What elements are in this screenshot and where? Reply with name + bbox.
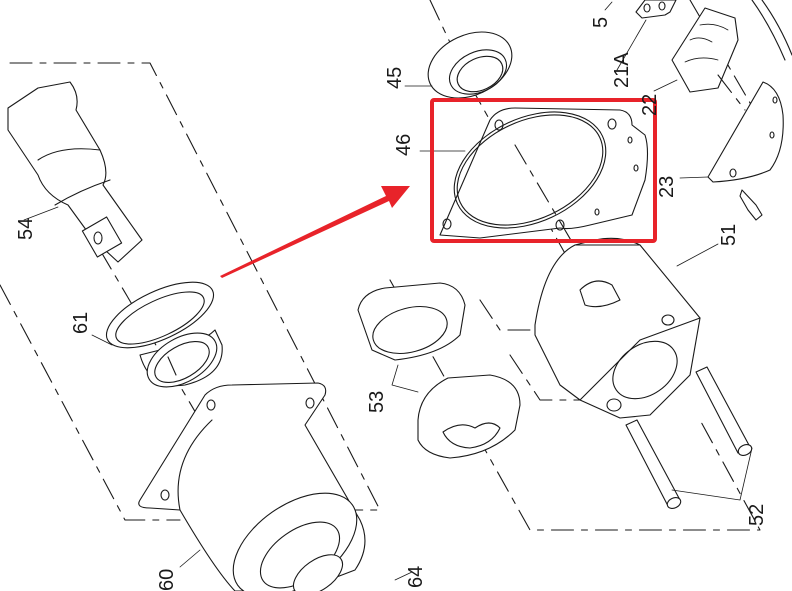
part-22-blade [653,74,746,111]
part-23-end-plate [679,81,784,221]
callout-61: 61 [70,311,92,334]
callout-51: 51 [718,223,740,246]
part-54-anvil [7,81,143,263]
callout-54: 54 [15,217,37,240]
highlight-annotation [220,98,657,278]
callout-52: 52 [746,503,768,526]
part-60-hammer-case [138,382,413,591]
part-5-block [604,0,677,19]
callout-21A: 21A [611,52,633,88]
part-53-cams [357,282,521,459]
part-45-bearing [404,31,513,99]
part-52-pins [625,366,753,509]
part-46-gasket [419,107,649,243]
callout-46: 46 [393,133,415,156]
highlight-arrow [220,186,410,278]
callout-23: 23 [656,175,678,198]
callout-45: 45 [384,66,406,89]
callout-22: 22 [639,93,661,116]
callout-64: 64 [405,565,427,588]
part-cord-top-right [751,0,792,61]
part-51-cylinder [534,237,719,419]
callout-5: 5 [590,16,612,28]
callout-53: 53 [366,390,388,413]
part-21A-vane-block [616,7,739,93]
highlight-box [430,98,657,243]
part-61-bushing [91,281,223,388]
callout-60: 60 [156,568,178,591]
